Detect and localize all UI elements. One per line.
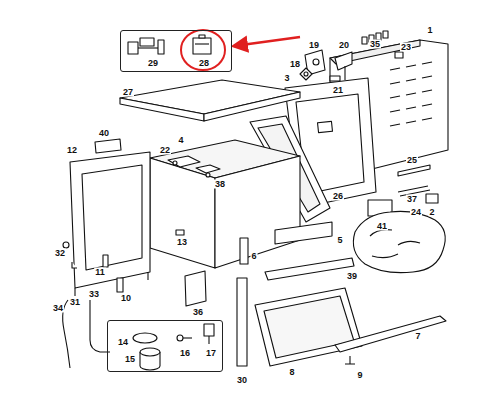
vent-slot <box>390 96 400 98</box>
callout-number: 30 <box>236 376 248 385</box>
part-icon <box>128 35 211 54</box>
callout-number: 7 <box>414 332 421 341</box>
callout-number: 9 <box>356 371 363 380</box>
callout-number: 26 <box>332 192 344 201</box>
vent-slot <box>406 93 416 95</box>
vent-slot <box>406 79 416 81</box>
callout-number: 11 <box>94 268 106 277</box>
callout-number: 32 <box>54 249 66 258</box>
callout-number: 10 <box>120 294 132 303</box>
callout-number: 8 <box>288 368 295 377</box>
callout-number: 31 <box>69 298 81 307</box>
callout-number: 27 <box>122 88 134 97</box>
callout-number: 18 <box>289 60 301 69</box>
callout-number: 33 <box>88 290 100 299</box>
callout-number: 34 <box>52 304 64 313</box>
callout-number: 29 <box>147 59 159 68</box>
callout-number: 3 <box>283 74 290 83</box>
callout-number: 25 <box>406 156 418 165</box>
pointer-arrow <box>234 37 300 46</box>
callout-number: 22 <box>159 146 171 155</box>
inset-box: 29 28 <box>120 30 232 72</box>
callout-number: 39 <box>346 272 358 281</box>
front-frame <box>70 152 150 296</box>
callout-number: 4 <box>177 136 184 145</box>
callout-number: 24 <box>410 208 422 217</box>
callout-number: 6 <box>250 252 257 261</box>
vent-slot <box>406 121 416 123</box>
callout-number: 2 <box>428 208 435 217</box>
small-parts <box>63 165 446 368</box>
callout-number: 23 <box>400 43 412 52</box>
inset-box: 14 16 17 15 <box>107 320 223 372</box>
vent-slots <box>390 62 432 126</box>
bracket-part <box>95 139 121 153</box>
part-icon <box>133 324 214 370</box>
highlight-circle <box>181 30 225 70</box>
vent-slot <box>422 118 432 120</box>
oven-body <box>150 140 300 268</box>
callout-number: 17 <box>205 349 217 358</box>
small-parts <box>300 31 403 81</box>
callout-number: 14 <box>117 338 129 347</box>
callout-number: 36 <box>192 308 204 317</box>
callout-number: 37 <box>406 195 418 204</box>
callout-number: 16 <box>179 349 191 358</box>
callout-number: 1 <box>426 26 433 35</box>
callout-number: 13 <box>176 238 188 247</box>
vent-slot <box>390 124 400 126</box>
top-panel <box>120 80 300 121</box>
vent-slot <box>390 82 400 84</box>
callout-number: 41 <box>376 222 388 231</box>
callout-number: 12 <box>66 146 78 155</box>
vent-slot <box>406 107 416 109</box>
vent-slot <box>422 90 432 92</box>
callout-number: 21 <box>332 86 344 95</box>
vent-slot <box>422 104 432 106</box>
callout-number: 19 <box>308 41 320 50</box>
vent-slot <box>422 62 432 64</box>
callout-number: 5 <box>336 236 343 245</box>
callout-number: 38 <box>214 180 226 189</box>
callout-number: 15 <box>124 355 136 364</box>
callout-number: 20 <box>338 41 350 50</box>
callout-number: 28 <box>198 59 210 68</box>
vent-slot <box>422 76 432 78</box>
callout-number: 35 <box>369 40 381 49</box>
vent-slot <box>390 110 400 112</box>
callout-number: 40 <box>98 129 110 138</box>
vent-slot <box>406 65 416 67</box>
vent-slot <box>390 68 400 70</box>
